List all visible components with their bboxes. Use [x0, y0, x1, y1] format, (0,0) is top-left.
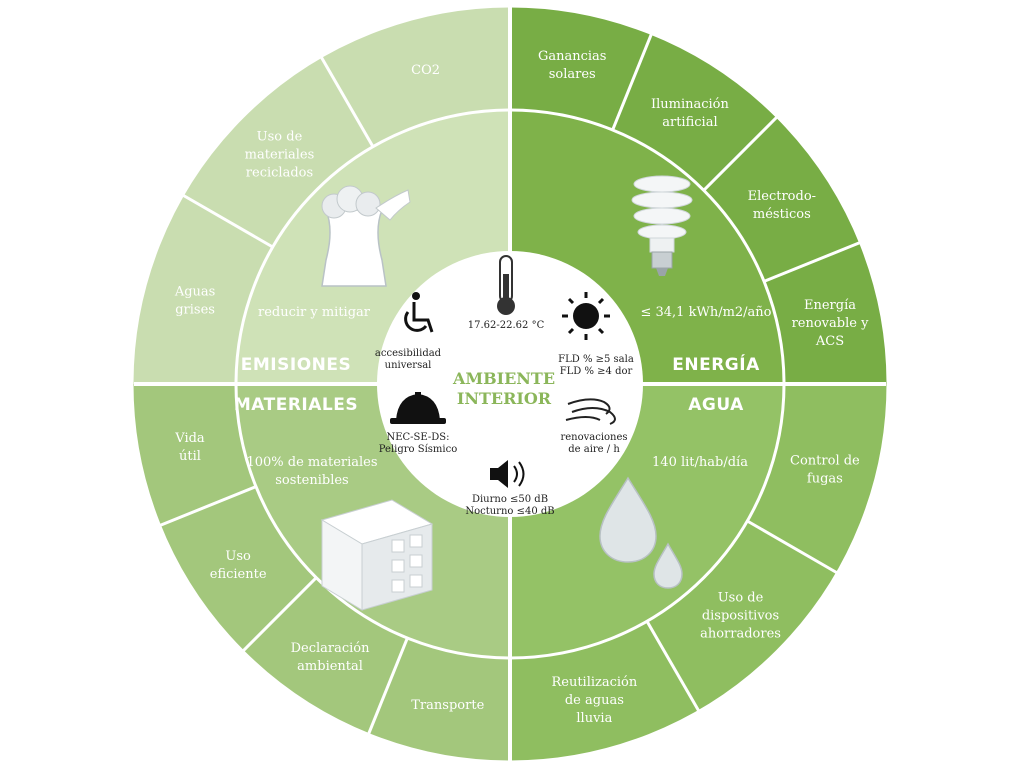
outer-ring-border	[130, 4, 890, 764]
emisiones-outer-label-0-line-0: Aguas	[174, 285, 216, 300]
accessibility-label-line2: universal	[385, 360, 432, 371]
agua-title: AGUA	[688, 395, 744, 415]
materiales-goal-line2: sostenibles	[275, 473, 348, 488]
energia-outer-label-3-line-0: Energía	[804, 298, 856, 313]
inner-ring-border	[234, 108, 786, 660]
energia-outer-label-2-line-1: mésticos	[753, 207, 811, 222]
materiales-outer-label-1-line-1: ambiental	[297, 659, 363, 674]
seismic-label-line1: NEC-SE-DS:	[386, 432, 449, 443]
agua-outer-label-2-line-1: de aguas	[565, 693, 624, 708]
ventilation-label-line1: renovaciones	[560, 432, 627, 443]
emisiones-outer-label-0-line-1: grises	[175, 303, 215, 318]
emisiones-outer-label-1-line-0: Uso de	[257, 129, 303, 144]
energia-title: ENERGÍA	[672, 353, 760, 375]
outer-ring-dividers	[158, 32, 862, 736]
agua-outer-label-1-line-2: ahorradores	[700, 627, 781, 642]
emisiones-outer-label-1-line-1: materiales	[245, 147, 315, 162]
energia-outer-label-0-line-1: solares	[549, 67, 596, 82]
ventilation-label-line2: de aire / h	[568, 444, 620, 455]
materiales-outer-ring	[132, 384, 510, 762]
thermometer-icon	[497, 255, 515, 315]
wheelchair-icon	[404, 292, 434, 333]
agua-outer-label-0-line-0: Control de	[790, 453, 860, 468]
emisiones-outer-ring	[132, 6, 510, 384]
materiales-outer-label-3-line-1: útil	[179, 449, 201, 464]
energia-outer-label-0-line-0: Ganancias	[538, 49, 607, 64]
energia-outer-label-1-line-0: Iluminación	[651, 97, 730, 112]
materiales-title: MATERIALES	[234, 395, 358, 415]
noise-label-line2: Nocturno ≤40 dB	[465, 506, 554, 517]
energia-outer-label-3-line-2: ACS	[815, 334, 844, 349]
materiales-outer-label-0-line-0: Transporte	[411, 698, 484, 713]
agua-outer-label-1-line-1: dispositivos	[702, 609, 779, 624]
accessibility-label-line1: accesibilidad	[375, 348, 442, 359]
wind-icon	[565, 398, 616, 425]
agua-outer-label-1-line-0: Uso de	[718, 591, 764, 606]
emisiones-outer-label-1-line-2: reciclados	[246, 165, 313, 180]
agua-goal: 140 lit/hab/día	[652, 455, 748, 470]
noise-label-line1: Diurno ≤50 dB	[472, 494, 548, 505]
agua-outer-label-2-line-0: Reutilización	[551, 675, 637, 690]
materiales-outer-label-2-line-1: eficiente	[210, 567, 267, 582]
agua-outer-label-2-line-2: lluvia	[576, 711, 612, 726]
hard-hat-icon	[390, 392, 446, 424]
center-title-line1: AMBIENTE	[452, 369, 555, 388]
emisiones-outer-label-2-line-0: CO2	[411, 63, 440, 78]
emisiones-title: EMISIONES	[241, 355, 351, 375]
sun-icon	[562, 292, 610, 340]
lightbulb-icon	[631, 175, 693, 276]
energia-goal: ≤ 34,1 kWh/m2/año	[640, 305, 771, 320]
energia-inner-ring	[510, 110, 784, 384]
energia-outer-label-1-line-1: artificial	[662, 115, 717, 130]
temperature-label: 17.62-22.62 °C	[468, 320, 545, 331]
factory-icon	[321, 185, 411, 287]
daylight-label-line1: FLD % ≥5 sala	[558, 354, 634, 365]
energia-outer-label-3-line-1: renovable y	[792, 316, 870, 331]
emisiones-goal: reducir y mitigar	[258, 305, 371, 320]
agua-outer-label-0-line-1: fugas	[807, 471, 843, 486]
speaker-icon	[490, 460, 525, 488]
agua-outer-ring	[510, 384, 888, 762]
seismic-label-line2: Peligro Sísmico	[379, 444, 457, 455]
energia-outer-label-2-line-0: Electrodo-	[748, 189, 816, 204]
brick-icon	[320, 499, 434, 611]
materiales-outer-label-1-line-0: Declaración	[291, 641, 371, 656]
materiales-goal-line1: 100% de materiales	[246, 455, 377, 470]
water-drop-icon	[599, 476, 683, 589]
materiales-outer-label-3-line-0: Vida	[174, 431, 205, 446]
energia-outer-ring	[510, 6, 888, 384]
center-title-line2: INTERIOR	[457, 389, 552, 408]
materiales-outer-label-2-line-0: Uso	[225, 549, 251, 564]
quadrant-sectors	[132, 6, 888, 762]
daylight-label-line2: FLD % ≥4 dor	[560, 366, 633, 377]
